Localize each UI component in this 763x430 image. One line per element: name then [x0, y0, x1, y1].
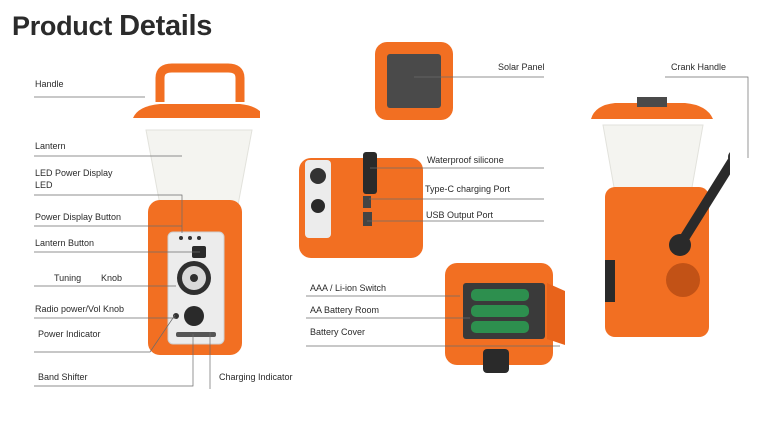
lantern-crank-illustration [591, 97, 730, 337]
callout-type-c-charging-port: Type-C charging Port [425, 184, 511, 194]
callout-aaa-li-ion-switch: AAA / Li-ion Switch [310, 283, 387, 293]
crank-lantern-side-port [605, 260, 615, 302]
callout-battery-cover: Battery Cover [310, 327, 366, 337]
crank-knob [728, 152, 730, 162]
leader-band-shifter [34, 334, 194, 387]
callout-power-indicator: Power Indicator [38, 329, 101, 339]
ports-knob [311, 199, 325, 213]
crank-hub [669, 234, 691, 256]
leader-power-indicator [34, 314, 176, 353]
title-word-product: Product [12, 11, 112, 41]
callout-band-shifter: Band Shifter [38, 372, 88, 382]
callout-crank-handle: Crank Handle [671, 62, 727, 72]
band-shifter-slot [176, 332, 216, 337]
page-title: Product Details [12, 10, 212, 43]
ports-dial [310, 168, 326, 184]
battery-cell [471, 321, 529, 333]
lantern-top-cap [133, 104, 260, 118]
tuning-dial-hub [190, 274, 198, 282]
led-indicator [197, 236, 201, 240]
battery-cell [471, 305, 529, 317]
solar-cells [387, 54, 441, 108]
callout-led-power-display: LED Power Display [35, 168, 113, 178]
callout-handle: Handle [35, 79, 64, 89]
type-c-port-shape [363, 196, 371, 208]
leader-crank-handle [665, 76, 749, 158]
battery-cover-shape [547, 283, 565, 345]
title-word-details: Details [119, 10, 213, 42]
lantern-handle [155, 63, 245, 102]
callout-waterproof-silicone: Waterproof silicone [427, 155, 504, 165]
callout-solar-panel: Solar Panel [498, 62, 545, 72]
led-indicator [179, 236, 183, 240]
callout-led: LED [35, 180, 53, 190]
lantern-front-illustration [133, 63, 260, 355]
callout-power-display-button: Power Display Button [35, 212, 122, 222]
battery-handle-stub [483, 349, 509, 373]
crank-lantern-solar [637, 97, 667, 107]
leader-led-power-display [34, 194, 183, 233]
callout-knob: Knob [101, 273, 123, 283]
callout-tuning: Tuning [54, 273, 82, 283]
crank-lantern-body [605, 187, 709, 337]
callout-radio-power-vol-knob: Radio power/Vol Knob [35, 304, 125, 314]
power-indicator-dot [173, 313, 179, 319]
callout-lantern-button: Lantern Button [35, 238, 95, 248]
waterproof-silicone-flap [363, 152, 377, 194]
usb-port-shape [363, 212, 372, 226]
solar-panel-illustration [375, 42, 453, 120]
led-indicator [188, 236, 192, 240]
volume-knob [184, 306, 204, 326]
callout-lantern: Lantern [35, 141, 66, 151]
battery-cell [471, 289, 529, 301]
callout-charging-indicator: Charging Indicator [219, 372, 293, 382]
speaker-grille [666, 263, 700, 297]
crank-lantern-cap [591, 103, 713, 119]
callout-aa-battery-room: AA Battery Room [310, 305, 380, 315]
ports-side-illustration [299, 152, 423, 258]
callout-usb-output-port: USB Output Port [426, 210, 494, 220]
crank-arm [675, 155, 730, 250]
battery-compartment-illustration [445, 263, 565, 373]
